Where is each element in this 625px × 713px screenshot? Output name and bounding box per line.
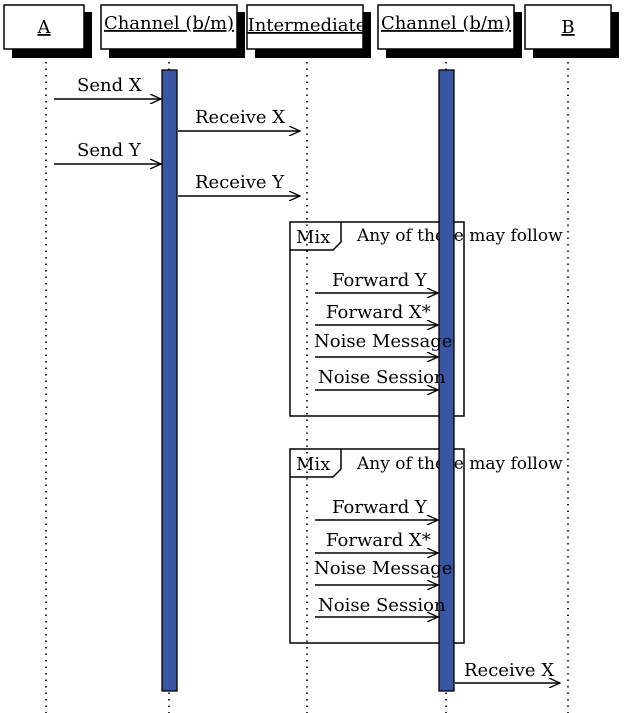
message-label: Noise Session — [318, 595, 446, 616]
fragment-tag: Mix — [296, 454, 330, 475]
participant-label: B — [561, 17, 574, 38]
message-noise-message: Noise Message — [314, 331, 452, 357]
participant-a: A — [3, 4, 92, 58]
fragment-condition: Any of these may follow — [356, 226, 563, 246]
message-receive-y: Receive Y — [178, 172, 300, 196]
message-label: Forward Y — [332, 497, 428, 518]
message-label: Send Y — [77, 140, 142, 161]
message-label: Forward X* — [326, 530, 431, 551]
activation-bar-channel-1 — [161, 69, 178, 692]
fragment-condition: Any of these may follow — [356, 454, 563, 474]
message-forward-y: Forward Y — [315, 497, 438, 520]
message-noise-session: Noise Session — [315, 595, 446, 617]
message-noise-session: Noise Session — [315, 367, 446, 390]
message-send-x: Send X — [54, 75, 161, 99]
message-forward-x-star: Forward X* — [315, 530, 438, 553]
message-label: Receive X — [195, 107, 285, 128]
message-receive-x: Receive X — [178, 107, 300, 131]
message-label: Noise Message — [314, 331, 452, 352]
fragment-tag: Mix — [296, 227, 330, 248]
message-noise-message: Noise Message — [314, 558, 452, 585]
participant-channel-2: Channel (b/m) — [377, 4, 522, 58]
mix-fragment-2: Mix Any of these may follow — [289, 448, 563, 644]
participant-label: Channel (b/m) — [381, 13, 511, 34]
message-forward-y: Forward Y — [315, 270, 438, 293]
message-forward-x-star: Forward X* — [315, 302, 438, 325]
participant-b: B — [524, 4, 619, 58]
message-label: Send X — [77, 75, 142, 96]
activation-bar-channel-2 — [438, 69, 455, 692]
participant-channel-1: Channel (b/m) — [100, 4, 245, 58]
message-label: Forward X* — [326, 302, 431, 323]
message-label: Forward Y — [332, 270, 428, 291]
message-label: Noise Message — [314, 558, 452, 579]
message-label: Receive X — [464, 660, 554, 681]
message-label: Receive Y — [195, 172, 285, 193]
participant-label: Channel (b/m) — [104, 13, 234, 34]
message-label: Noise Session — [318, 367, 446, 388]
mix-fragment-1: Mix Any of these may follow — [289, 221, 563, 417]
message-b-receive-x: Receive X — [455, 660, 560, 683]
message-send-y: Send Y — [54, 140, 161, 164]
participant-label: A — [37, 17, 52, 38]
participant-label: Intermediate — [248, 15, 367, 36]
participant-intermediate: Intermediate — [246, 4, 371, 58]
